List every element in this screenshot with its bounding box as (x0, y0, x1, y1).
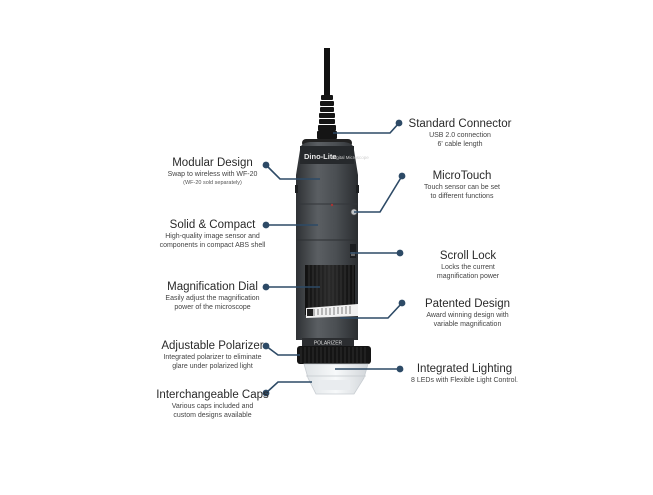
polarizer-ring (297, 346, 371, 364)
feature-title: Adjustable Polarizer (161, 340, 264, 352)
brand-logo: Dino-Lite (304, 152, 337, 161)
feature-microtouch: MicroTouch Touch sensor can be set to di… (412, 169, 512, 201)
feature-desc: variable magnification (433, 321, 502, 328)
feature-desc: Easily adjust the magnification (165, 295, 260, 302)
feature-magnification-dial: Magnification Dial Easily adjust the mag… (145, 280, 280, 312)
feature-desc: custom designs available (173, 412, 252, 419)
feature-title: Interchangeable Caps (156, 389, 269, 401)
feature-title: Magnification Dial (167, 281, 258, 293)
feature-adjustable-polarizer: Adjustable Polarizer Integrated polarize… (145, 339, 280, 371)
feature-desc: 6' cable length (437, 141, 483, 148)
feature-desc: Locks the current (441, 264, 495, 271)
feature-title: Standard Connector (408, 118, 512, 130)
polarizer-label: POLARIZER (314, 341, 343, 347)
feature-interchangeable-caps: Interchangeable Caps Various caps includ… (145, 388, 280, 420)
model-text: Digital Microscope (332, 155, 369, 160)
feature-scroll-lock: Scroll Lock Locks the current magnificat… (418, 249, 518, 281)
feature-title: Solid & Compact (169, 219, 256, 231)
feature-desc: glare under polarized light (172, 363, 253, 370)
feature-desc: USB 2.0 connection (429, 132, 491, 139)
feature-standard-connector: Standard Connector USB 2.0 connection 6'… (405, 117, 515, 149)
feature-note: (WF-20 sold separately) (183, 180, 242, 186)
microscope-body: Dino-Lite Digital Microscope (295, 142, 371, 395)
usb-cable (302, 48, 352, 147)
feature-title: Modular Design (172, 157, 253, 169)
feature-modular-design: Modular Design Swap to wireless with WF-… (150, 156, 275, 187)
feature-desc: magnification power (436, 273, 500, 280)
feature-desc: Touch sensor can be set (424, 184, 500, 191)
feature-desc: components in compact ABS shell (159, 242, 266, 249)
feature-integrated-lighting: Integrated Lighting 8 LEDs with Flexible… (402, 362, 527, 385)
feature-title: Scroll Lock (439, 250, 497, 262)
callout-lines (265, 122, 403, 394)
feature-desc: 8 LEDs with Flexible Light Control. (411, 377, 518, 384)
feature-desc: power of the microscope (174, 304, 251, 311)
feature-desc: Various caps included and (171, 403, 254, 410)
feature-desc: Award winning design with (426, 312, 509, 319)
feature-desc: to different functions (430, 193, 494, 200)
callout-dots (262, 119, 406, 397)
feature-desc: Integrated polarizer to eliminate (163, 354, 262, 361)
feature-title: Patented Design (424, 298, 511, 310)
feature-title: Integrated Lighting (416, 363, 513, 375)
feature-patented-design: Patented Design Award winning design wit… (410, 297, 525, 329)
feature-desc: High-quality image sensor and (165, 233, 260, 240)
feature-title: MicroTouch (432, 170, 492, 182)
feature-solid-compact: Solid & Compact High-quality image senso… (145, 218, 280, 250)
feature-desc: Swap to wireless with WF-20 (167, 171, 258, 178)
